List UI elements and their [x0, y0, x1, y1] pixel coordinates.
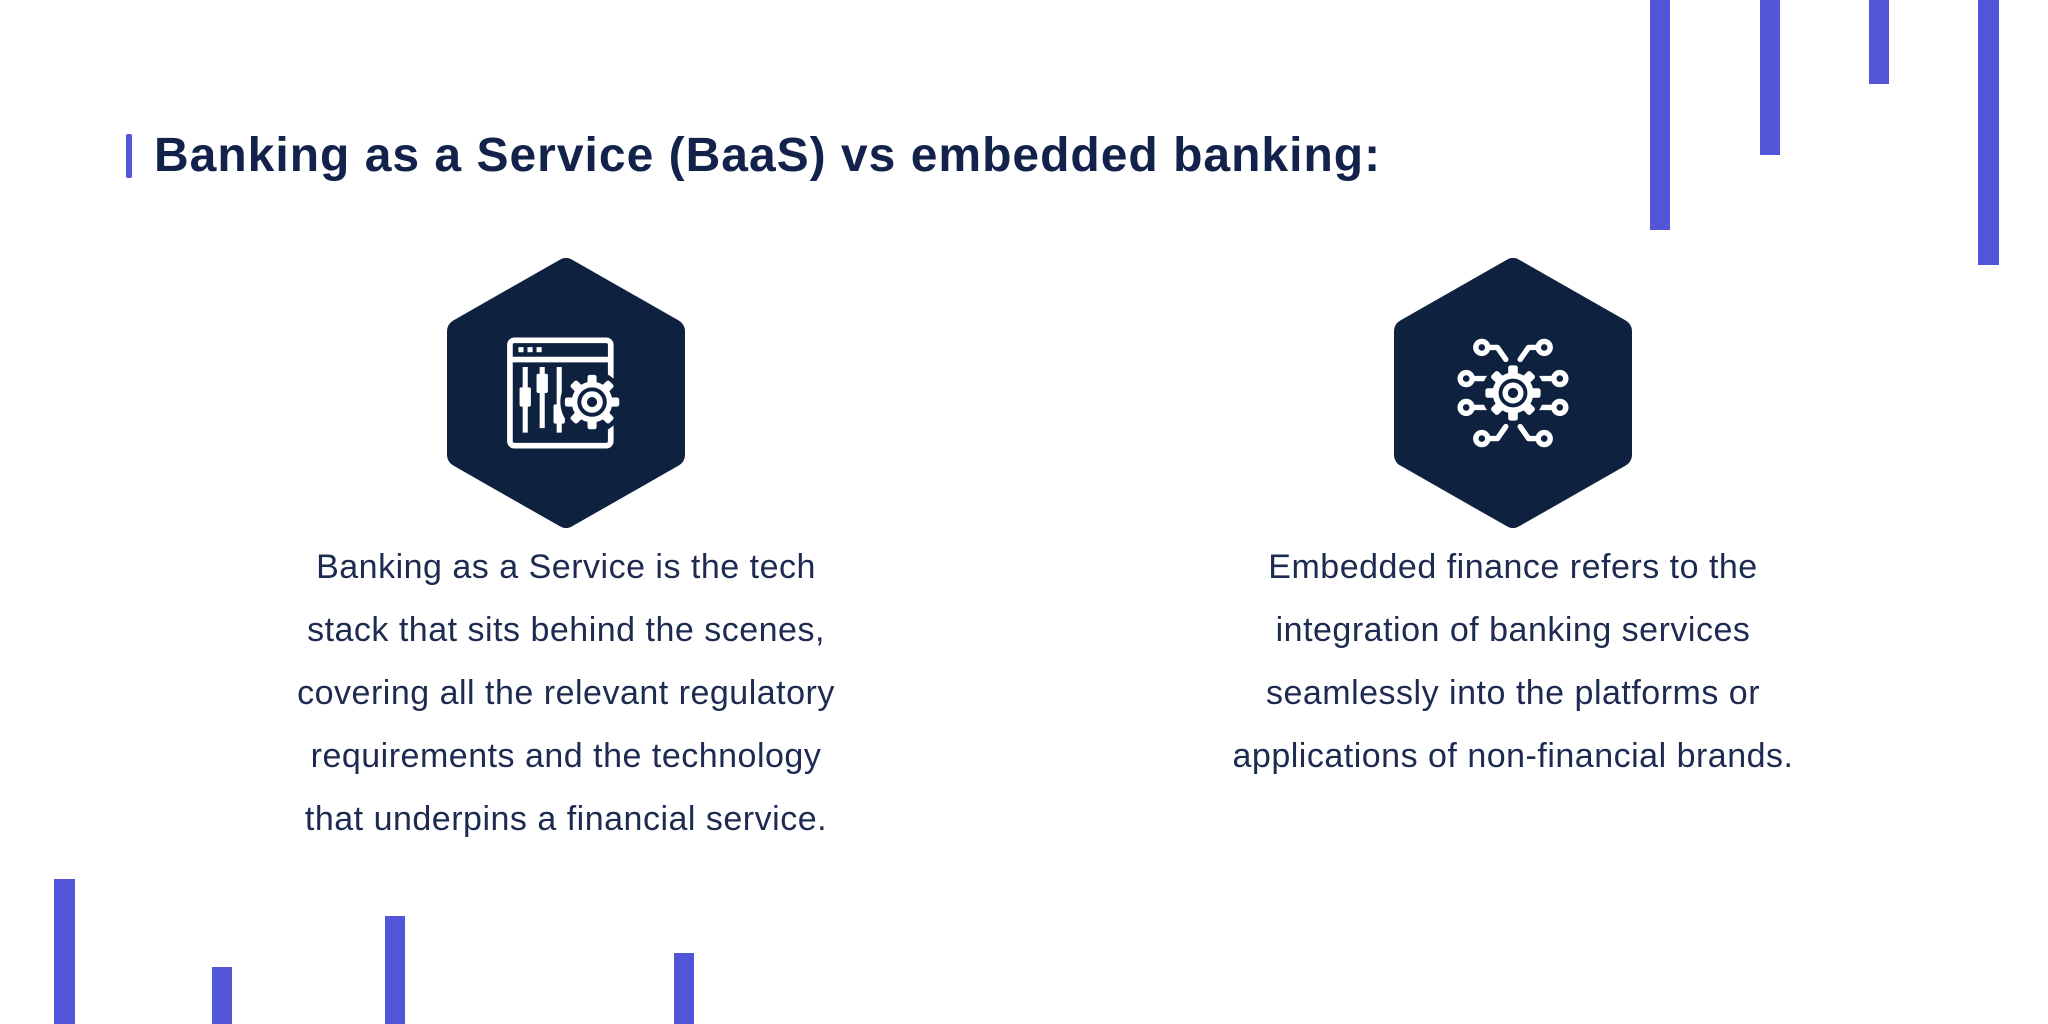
page-title: Banking as a Service (BaaS) vs embedded … — [154, 129, 1382, 182]
decor-bar-bottom-left-4 — [674, 953, 694, 1024]
embedded-banking-column: Embedded finance refers to the integrati… — [1063, 258, 1963, 788]
baas-column: Banking as a Service is the tech stack t… — [116, 258, 1016, 851]
decor-bar-bottom-left-1 — [54, 879, 75, 1024]
decor-bar-top-right-3 — [1869, 0, 1889, 84]
browser-settings-icon — [507, 337, 624, 449]
baas-description: Banking as a Service is the tech stack t… — [297, 548, 835, 838]
decor-bar-top-right-2 — [1760, 0, 1780, 155]
title-row: Banking as a Service (BaaS) vs embedded … — [126, 128, 1381, 183]
decor-bar-bottom-left-3 — [385, 916, 405, 1024]
title-accent-bar — [126, 133, 132, 178]
baas-hexagon-badge — [447, 258, 685, 528]
embedded-description: Embedded finance refers to the integrati… — [1232, 548, 1794, 775]
decor-bar-top-right-1 — [1650, 0, 1670, 230]
embedded-hexagon-badge — [1394, 258, 1632, 528]
gear-network-icon — [1457, 338, 1569, 448]
decor-bar-top-right-4 — [1978, 0, 1999, 265]
decor-bar-bottom-left-2 — [212, 967, 232, 1024]
